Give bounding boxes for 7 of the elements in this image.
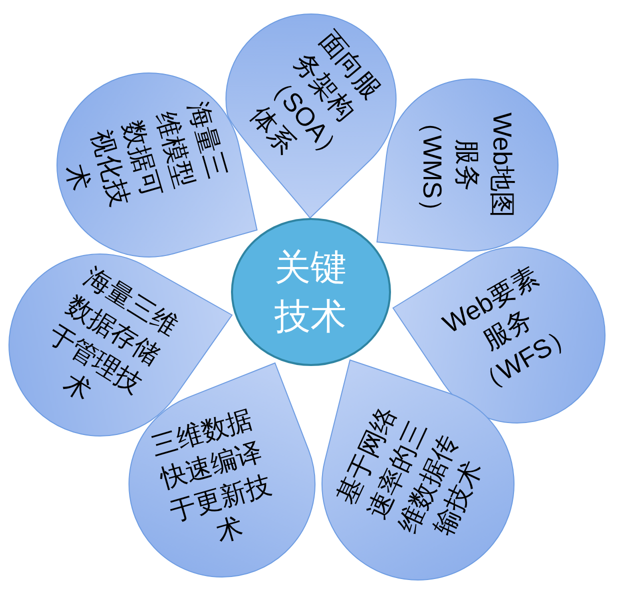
node-label: 基于网络速率的三维数据传输技术	[330, 400, 490, 542]
node-label: Web要素服务（WFS）	[436, 260, 580, 401]
teardrop-shape	[226, 14, 396, 218]
center-circle	[230, 218, 390, 366]
node-label: 海量三维模型数据可视化技术	[58, 98, 234, 212]
center-label: 关键技术	[274, 245, 348, 338]
node-label: Web地图服务（WMS）	[416, 109, 519, 221]
